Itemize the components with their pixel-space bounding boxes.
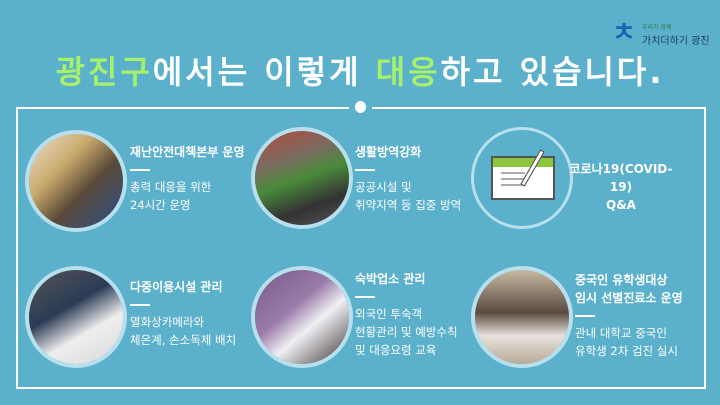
gwangjin-logo: ㅊ 우리가 함께 가치더하기 광진 [612, 20, 712, 50]
title-text: 에서는 이렇게 [152, 53, 376, 91]
photo-disaster-hq [25, 130, 127, 232]
item-desc: 총력 대응을 위한 24시간 운영 [130, 180, 212, 212]
item-title: 재난안전대책본부 운영 [130, 145, 245, 159]
item-qa[interactable]: 코로나19(COVID-19) Q&A [566, 160, 676, 214]
item-title: 중국인 유학생대상 임시 선별진료소 운영 [575, 273, 683, 305]
frame-dot [355, 101, 366, 113]
photo-lodging [251, 266, 353, 368]
item-title: 생활방역강화 [355, 145, 422, 159]
frame-top-left [16, 107, 349, 109]
content-frame [16, 107, 706, 389]
title-highlight-response: 대응 [375, 53, 441, 91]
title-text-end: 하고 있습니다. [440, 53, 665, 91]
page-title: 광진구에서는 이렇게 대응하고 있습니다. [0, 52, 720, 92]
photo-facilities [25, 266, 127, 368]
logo-mark-icon: ㅊ [612, 18, 636, 48]
item-desc: 관내 대학교 중국인 유학생 2차 검진 실시 [575, 326, 678, 358]
item-title: 숙박업소 관리 [355, 272, 426, 286]
frame-top-right [372, 107, 706, 109]
item-desc: 열화상카메라와 체온계, 손소독제 배치 [130, 315, 237, 347]
photo-disinfection [251, 127, 353, 229]
logo-text: 가치더하기 광진 [642, 36, 710, 47]
item-title: 다중이용시설 관리 [130, 280, 223, 294]
item-title: 코로나19(COVID-19) Q&A [569, 162, 673, 212]
title-highlight-gwangjin: 광진구 [55, 53, 153, 91]
qa-circle[interactable] [471, 127, 573, 229]
logo-slogan: 우리가 함께 [642, 24, 672, 31]
photo-screening-clinic [471, 266, 573, 368]
item-desc: 외국인 투숙객 현황관리 및 예방수칙 및 대응요령 교육 [355, 307, 458, 357]
item-desc: 공공시설 및 취약지역 등 집중 방역 [355, 180, 462, 212]
